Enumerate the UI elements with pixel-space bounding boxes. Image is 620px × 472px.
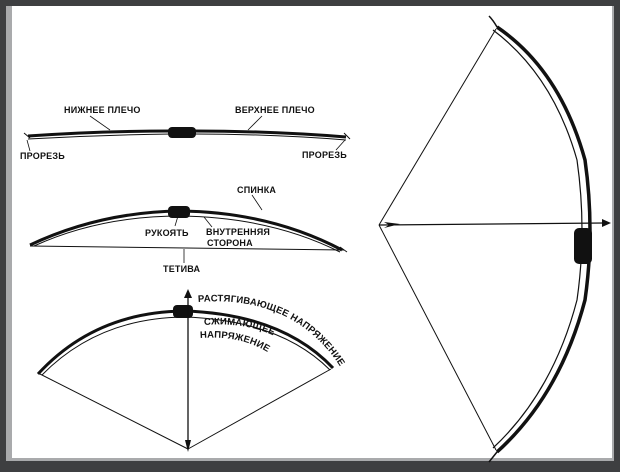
label-back: СПИНКА [237,185,276,195]
label-upper-limb: ВЕРХНЕЕ ПЛЕЧО [235,105,315,115]
label-lower-limb: НИЖНЕЕ ПЛЕЧО [64,105,141,115]
label-handle: РУКОЯТЬ [145,228,189,238]
label-nock-left: ПРОРЕЗЬ [20,151,65,161]
strung-bow-handle [168,206,190,218]
vertical-bow-handle [574,228,592,264]
label-belly-line1: ВНУТРЕННЯЯ [206,227,270,237]
drawn-bow-handle [173,305,193,318]
label-string: ТЕТИВА [163,264,201,274]
label-nock-right: ПРОРЕЗЬ [302,150,347,160]
unstrung-bow-handle [168,127,196,138]
label-belly-line2: СТОРОНА [207,238,253,248]
paper [12,6,612,458]
